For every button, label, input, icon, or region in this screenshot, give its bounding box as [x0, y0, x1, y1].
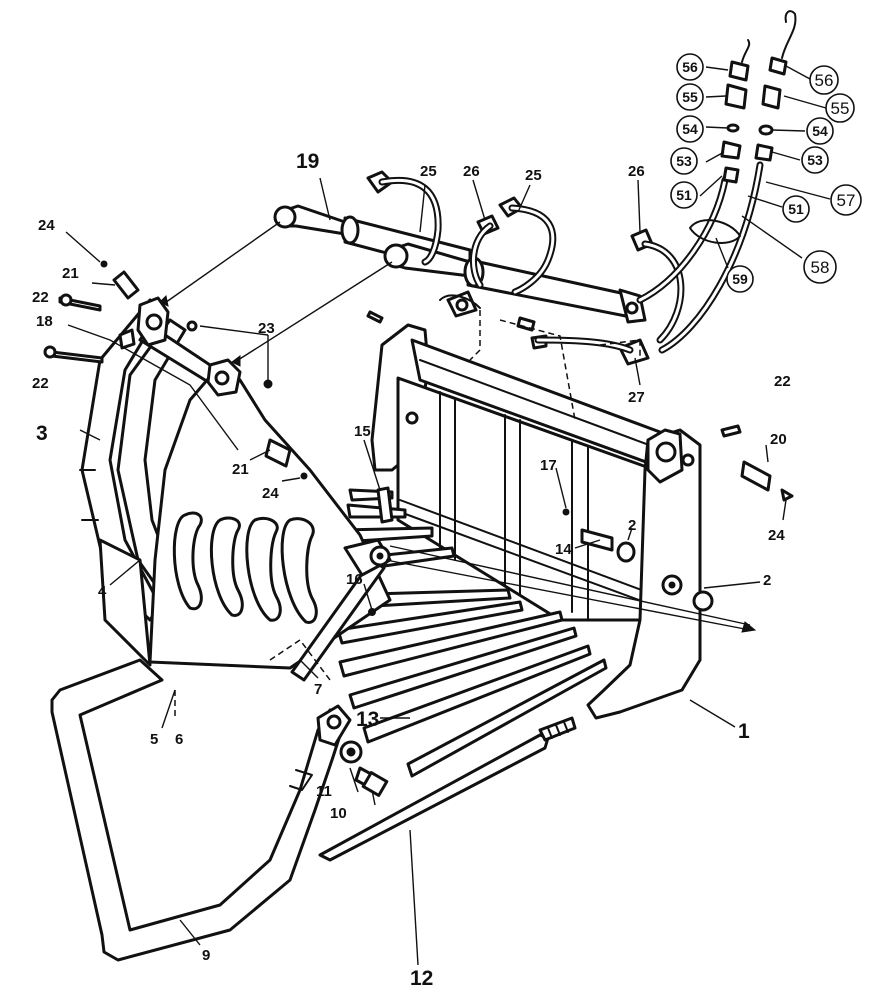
circled-label-55b: 55 — [831, 99, 850, 118]
label-4: 4 — [98, 583, 107, 600]
label-24a: 24 — [38, 217, 55, 234]
hydraulic-hoses — [378, 161, 764, 354]
label-22a: 22 — [32, 289, 49, 306]
label-19: 19 — [296, 150, 319, 173]
circled-label-53b: 53 — [807, 152, 823, 168]
circled-label-53a: 53 — [676, 153, 692, 169]
circled-label-55a: 55 — [682, 89, 698, 105]
claw-pins — [43, 260, 308, 480]
label-27: 27 — [628, 389, 645, 406]
loose-tine — [318, 716, 577, 862]
label-12: 12 — [410, 967, 433, 990]
lower-arm — [50, 658, 352, 962]
label-25a: 25 — [420, 163, 437, 180]
label-16: 16 — [346, 571, 363, 588]
label-5: 5 — [150, 731, 158, 748]
label-9: 9 — [202, 947, 210, 964]
label-13: 13 — [356, 708, 379, 731]
grab-claw — [79, 296, 392, 670]
label-17: 17 — [540, 457, 557, 474]
hydraulic-cylinders — [273, 170, 654, 366]
label-11: 11 — [316, 783, 332, 800]
label-21a: 21 — [62, 265, 79, 282]
label-25b: 25 — [525, 167, 542, 184]
label-6: 6 — [175, 731, 183, 748]
circled-label-56b: 56 — [815, 71, 834, 90]
leader-lines — [65, 65, 831, 966]
circled-labels: 56 55 54 53 51 56 55 54 53 57 51 58 59 — [670, 53, 862, 293]
label-23: 23 — [258, 320, 275, 337]
label-26b: 26 — [628, 163, 645, 180]
label-21b: 21 — [232, 461, 249, 478]
main-frame — [370, 323, 702, 720]
label-26a: 26 — [463, 163, 480, 180]
circled-label-54b: 54 — [812, 123, 828, 139]
label-2a: 2 — [628, 517, 636, 534]
label-22b: 22 — [32, 375, 49, 392]
circled-label-56a: 56 — [682, 59, 698, 75]
pin-and-washer — [339, 740, 389, 797]
label-7: 7 — [314, 681, 322, 698]
circled-label-51a: 51 — [676, 187, 692, 203]
label-22c: 22 — [774, 373, 791, 390]
label-20: 20 — [770, 431, 787, 448]
label-3: 3 — [36, 422, 48, 445]
dashed-lines — [174, 310, 641, 720]
circled-label-58: 58 — [811, 258, 830, 277]
label-2b: 2 — [763, 572, 771, 589]
frame-pins — [562, 424, 794, 612]
circled-label-57: 57 — [837, 191, 856, 210]
label-10: 10 — [330, 805, 347, 822]
circled-label-54a: 54 — [682, 121, 698, 137]
label-18: 18 — [36, 313, 53, 330]
part-number-labels: 1 2 2 3 4 5 6 7 9 10 11 12 13 14 15 16 1… — [32, 150, 791, 990]
label-14: 14 — [555, 541, 572, 558]
circled-label-51b: 51 — [788, 201, 804, 217]
connecting-rod — [290, 486, 394, 682]
hose-couplings — [720, 10, 797, 184]
label-15: 15 — [354, 423, 371, 440]
label-24c: 24 — [768, 527, 785, 544]
circled-label-59: 59 — [732, 271, 748, 287]
label-24b: 24 — [262, 485, 279, 502]
label-1: 1 — [738, 720, 750, 743]
